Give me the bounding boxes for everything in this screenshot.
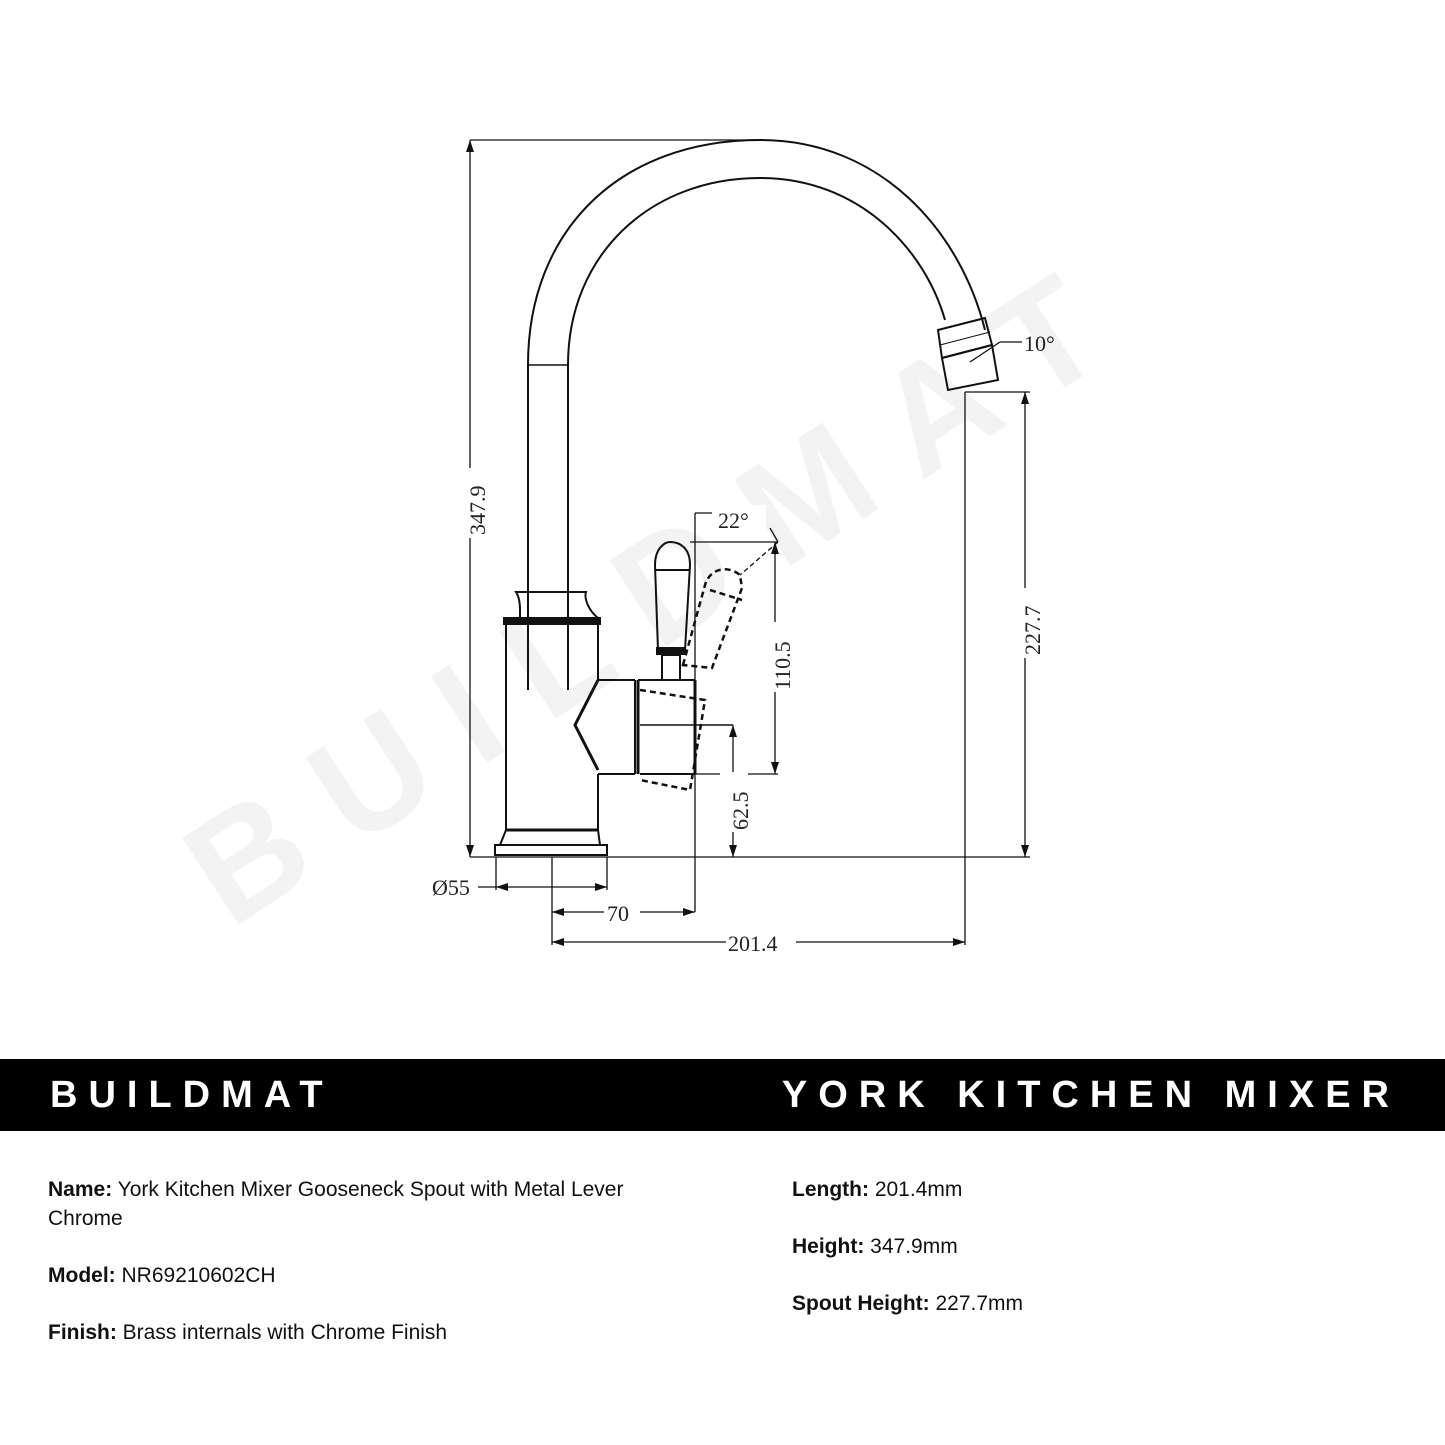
spec-value: 227.7mm: [935, 1292, 1024, 1315]
lever-height-label: 110.5: [770, 641, 795, 690]
spout-angle-label: 10°: [1024, 331, 1055, 356]
lever-angle-label: 22°: [718, 508, 749, 533]
spec-value: NR69210602CH: [121, 1264, 276, 1287]
spec-label: Height:: [792, 1235, 865, 1258]
handle-height-label: 62.5: [728, 792, 753, 831]
spec-value: Brass internals with Chrome Finish: [122, 1321, 448, 1344]
spec-label: Model:: [48, 1264, 116, 1287]
spec-label: Finish:: [48, 1321, 117, 1344]
spec-value: 201.4mm: [874, 1178, 963, 1201]
title-banner: BUILDMAT YORK KITCHEN MIXER: [0, 1059, 1445, 1131]
spec-list-left: Name: York Kitchen Mixer Gooseneck Spout…: [48, 1175, 648, 1375]
spec-value: 347.9mm: [870, 1235, 958, 1258]
spout-reach-label: 201.4: [728, 931, 778, 956]
brand-name: BUILDMAT: [50, 1073, 334, 1116]
spec-value: York Kitchen Mixer Gooseneck Spout with …: [48, 1178, 624, 1230]
spec-spout-height: Spout Height: 227.7mm: [792, 1289, 1392, 1318]
spec-label: Name:: [48, 1178, 113, 1201]
technical-drawing: BUILDMAT: [156, 138, 1163, 957]
spec-height: Height: 347.9mm: [792, 1232, 1392, 1261]
spec-name: Name: York Kitchen Mixer Gooseneck Spout…: [48, 1175, 648, 1233]
spec-length: Length: 201.4mm: [792, 1175, 1392, 1204]
product-title: YORK KITCHEN MIXER: [781, 1073, 1400, 1116]
spout-height-label: 227.7: [1020, 606, 1045, 656]
spec-list-right: Length: 201.4mm Height: 347.9mm Spout He…: [792, 1175, 1392, 1346]
spec-label: Length:: [792, 1178, 869, 1201]
spec-model: Model: NR69210602CH: [48, 1261, 648, 1290]
base-diameter-label: Ø55: [432, 875, 470, 900]
handle-offset-label: 70: [607, 901, 629, 926]
faucet-dimension-diagram: BUILDMAT: [156, 138, 1163, 957]
overall-height-label: 347.9: [465, 486, 490, 536]
spec-label: Spout Height:: [792, 1292, 930, 1315]
spec-finish: Finish: Brass internals with Chrome Fini…: [48, 1318, 648, 1347]
